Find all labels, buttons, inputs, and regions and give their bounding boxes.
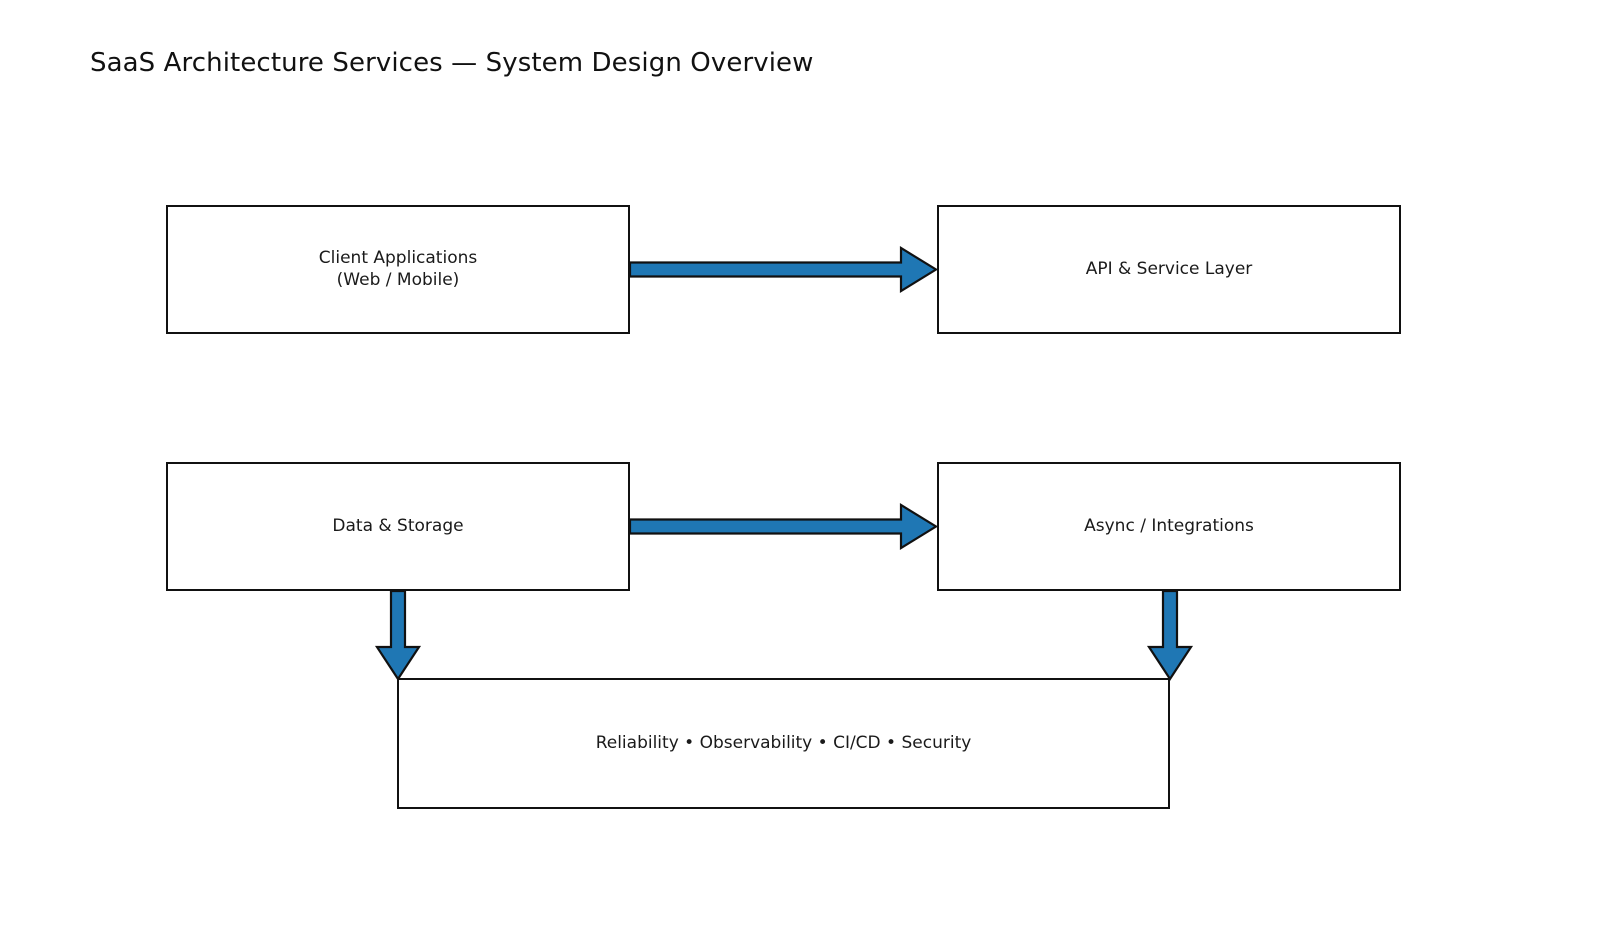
node-data-storage[interactable]: Data & Storage	[166, 462, 630, 591]
edge-data-to-crosscutting[interactable]	[374, 589, 422, 682]
node-api-service-layer-label: API & Service Layer	[1085, 258, 1253, 279]
node-client-applications[interactable]: Client Applications (Web / Mobile)	[166, 205, 630, 334]
node-client-applications-label: Client Applications (Web / Mobile)	[318, 247, 478, 290]
node-crosscutting-concerns-label: Reliability • Observability • CI/CD • Se…	[595, 732, 972, 753]
edge-async-to-crosscutting[interactable]	[1146, 589, 1194, 682]
node-api-service-layer[interactable]: API & Service Layer	[937, 205, 1401, 334]
node-async-integrations[interactable]: Async / Integrations	[937, 462, 1401, 591]
node-data-storage-label: Data & Storage	[332, 515, 464, 536]
edge-data-to-async[interactable]	[628, 503, 939, 550]
page-title: SaaS Architecture Services — System Desi…	[90, 48, 814, 78]
node-async-integrations-label: Async / Integrations	[1084, 515, 1254, 536]
node-crosscutting-concerns[interactable]: Reliability • Observability • CI/CD • Se…	[397, 678, 1170, 809]
edge-client-to-api[interactable]	[628, 246, 939, 293]
